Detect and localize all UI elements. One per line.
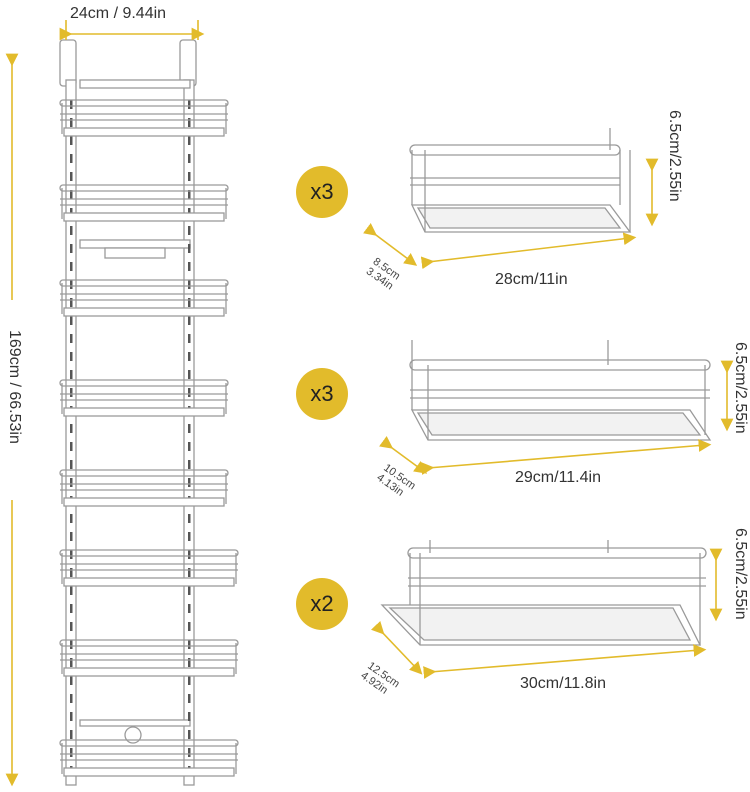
upright-slot <box>188 748 191 757</box>
upright-slot <box>188 694 191 703</box>
upright-slot <box>70 298 73 307</box>
basket-large-illustration <box>380 540 707 646</box>
tower-shelf <box>59 639 239 677</box>
upright-slot <box>70 100 73 109</box>
basket-large-height: 6.5cm/2.55in <box>732 528 749 620</box>
upright-slot <box>70 622 73 631</box>
quantity-badge-large: x2 <box>296 578 348 630</box>
upright-slot <box>188 658 191 667</box>
upright-slot <box>188 316 191 325</box>
upright-slot <box>188 388 191 397</box>
upright-slot <box>70 658 73 667</box>
upright-slot <box>188 550 191 559</box>
tower-shelf <box>59 184 229 222</box>
quantity-badge-small: x3 <box>296 166 348 218</box>
upright-slot <box>70 604 73 613</box>
upright-slot <box>188 640 191 649</box>
basket-small-illustration <box>409 128 632 233</box>
upright-slot <box>70 118 73 127</box>
upright-slot <box>70 424 73 433</box>
upright-slot <box>188 172 191 181</box>
basket-medium-illustration <box>409 340 712 441</box>
basket-medium-length: 29cm/11.4in <box>515 469 601 486</box>
upright-slot <box>70 388 73 397</box>
upright-slot <box>188 100 191 109</box>
upright-slot <box>70 442 73 451</box>
upright-slot <box>70 316 73 325</box>
upright-slot <box>188 262 191 271</box>
upright-slot <box>188 244 191 253</box>
basket-small-length: 28cm/11in <box>495 271 568 288</box>
upright-slot <box>188 586 191 595</box>
tower-shelf <box>59 99 229 137</box>
upright-slot <box>70 226 73 235</box>
tower-shelf <box>59 279 229 317</box>
tower-shelf <box>59 379 229 417</box>
upright-slot <box>70 244 73 253</box>
upright-slot <box>70 550 73 559</box>
upright-slot <box>188 514 191 523</box>
upright-slot <box>70 190 73 199</box>
upright-slot <box>70 586 73 595</box>
upright-slot <box>70 280 73 289</box>
upright-slot <box>70 370 73 379</box>
upright-slot <box>70 694 73 703</box>
upright-slot <box>188 352 191 361</box>
upright-slot <box>70 568 73 577</box>
upright-slot <box>70 640 73 649</box>
upright-slot <box>70 334 73 343</box>
upright-slot <box>188 226 191 235</box>
upright-slot <box>188 730 191 739</box>
upright-slot <box>70 514 73 523</box>
upright-slot <box>188 154 191 163</box>
upright-slot <box>188 298 191 307</box>
upright-slot <box>188 118 191 127</box>
upright-slot <box>188 532 191 541</box>
upright-slot <box>188 460 191 469</box>
upright-slot <box>70 460 73 469</box>
upright-slot <box>70 532 73 541</box>
upright-slot <box>70 730 73 739</box>
tower-shelf <box>59 469 229 507</box>
upright-slot <box>188 334 191 343</box>
upright-slot <box>188 478 191 487</box>
basket-medium-height: 6.5cm/2.55in <box>732 342 749 434</box>
basket-small-height: 6.5cm/2.55in <box>666 110 683 202</box>
upright-slot <box>188 568 191 577</box>
upright-slot <box>188 424 191 433</box>
upright-slot <box>188 442 191 451</box>
upright-slot <box>70 676 73 685</box>
tower-height-label: 169cm / 66.53in <box>6 330 23 444</box>
upright-slot <box>70 712 73 721</box>
upright-slot <box>70 154 73 163</box>
upright-slot <box>70 136 73 145</box>
upright-slot <box>188 136 191 145</box>
upright-slot <box>188 676 191 685</box>
tower-shelf <box>59 549 239 587</box>
upright-slot <box>188 190 191 199</box>
upright-slot <box>188 370 191 379</box>
upright-slot <box>70 352 73 361</box>
quantity-badge-medium: x3 <box>296 368 348 420</box>
upright-slot <box>188 712 191 721</box>
basket-large-length: 30cm/11.8in <box>520 675 606 692</box>
upright-slot <box>188 622 191 631</box>
upright-slot <box>70 748 73 757</box>
upright-slot <box>70 172 73 181</box>
tower-width-label: 24cm / 9.44in <box>70 5 167 22</box>
dimension-arrows <box>5 20 205 787</box>
upright-slot <box>188 604 191 613</box>
upright-slot <box>188 280 191 289</box>
tower-shelf <box>59 739 239 777</box>
upright-slot <box>70 262 73 271</box>
upright-slot <box>70 478 73 487</box>
